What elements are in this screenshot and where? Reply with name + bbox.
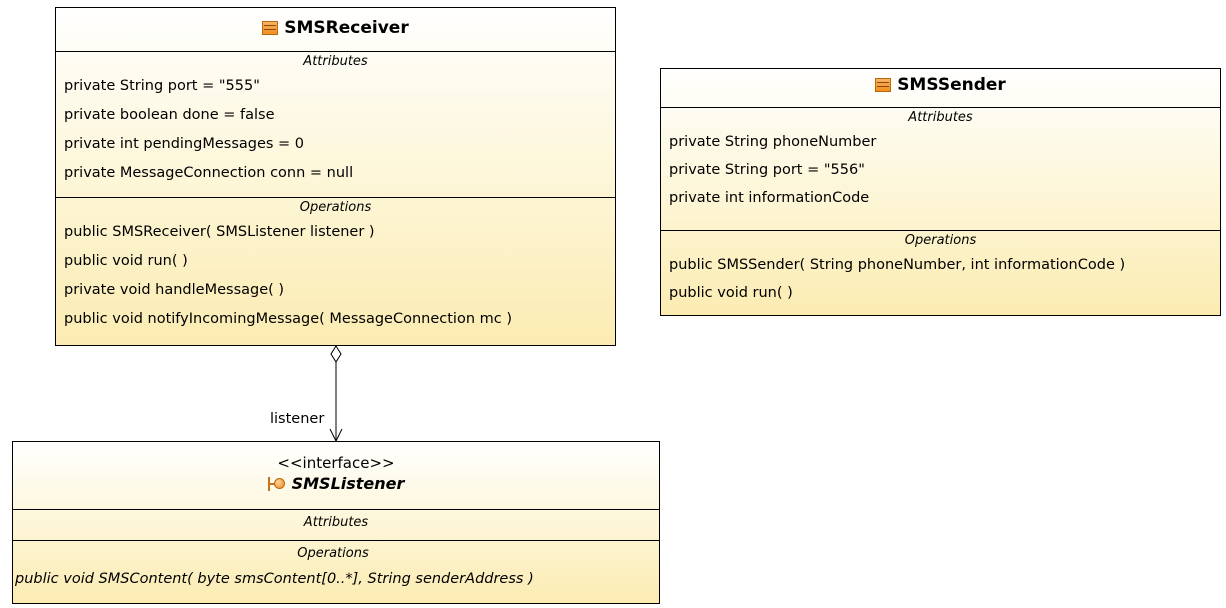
class-icon <box>262 21 279 35</box>
class-smssender[interactable]: SMSSender Attributes private String phon… <box>660 68 1221 316</box>
class-smsreceiver[interactable]: SMSReceiver Attributes private String po… <box>55 7 616 346</box>
operation-row[interactable]: public void run( ) <box>64 253 188 269</box>
interface-header: <<interface>> SMSListener <box>13 442 659 510</box>
attributes-compartment: Attributes private String port = "555" p… <box>56 52 615 197</box>
operation-row[interactable]: public void notifyIncomingMessage( Messa… <box>64 311 512 327</box>
operation-row[interactable]: public void run( ) <box>669 285 793 301</box>
attribute-row[interactable]: private String port = "556" <box>669 162 865 178</box>
class-name: SMSSender <box>897 75 1006 95</box>
class-header: SMSReceiver <box>56 8 615 52</box>
aggregation-diamond-icon <box>330 345 342 363</box>
attributes-title: Attributes <box>303 515 369 530</box>
operations-title: Operations <box>904 233 977 248</box>
attribute-row[interactable]: private MessageConnection conn = null <box>64 165 354 181</box>
operations-compartment: Operations public void SMSContent( byte … <box>13 540 659 603</box>
attributes-compartment: Attributes private String phoneNumber pr… <box>661 108 1220 230</box>
open-arrow-icon <box>329 428 343 443</box>
attribute-row[interactable]: private String phoneNumber <box>669 134 877 150</box>
operation-row[interactable]: public SMSSender( String phoneNumber, in… <box>669 257 1126 273</box>
attributes-title: Attributes <box>908 110 973 125</box>
attribute-row[interactable]: private String port = "555" <box>64 78 260 94</box>
stereotype-label: <<interface>> <box>277 454 395 472</box>
class-name: SMSReceiver <box>284 18 409 38</box>
attribute-row[interactable]: private int informationCode <box>669 190 870 206</box>
interface-smslistener[interactable]: <<interface>> SMSListener Attributes Ope… <box>12 441 660 604</box>
operations-compartment: Operations public SMSSender( String phon… <box>661 230 1220 315</box>
attribute-row[interactable]: private int pendingMessages = 0 <box>64 136 305 152</box>
interface-name: SMSListener <box>291 474 405 493</box>
operations-title: Operations <box>297 546 369 561</box>
interface-icon <box>267 476 286 491</box>
operation-row[interactable]: private void handleMessage( ) <box>64 282 285 298</box>
operations-compartment: Operations public SMSReceiver( SMSListen… <box>56 197 615 345</box>
attributes-title: Attributes <box>303 54 368 69</box>
operation-row[interactable]: public SMSReceiver( SMSListener listener… <box>64 224 375 240</box>
operations-title: Operations <box>299 200 372 215</box>
operation-row[interactable]: public void SMSContent( byte smsContent[… <box>15 571 534 587</box>
attributes-compartment: Attributes <box>13 510 659 540</box>
class-icon <box>875 78 892 92</box>
class-header: SMSSender <box>661 69 1220 108</box>
attribute-row[interactable]: private boolean done = false <box>64 107 275 123</box>
association-role-label: listener <box>270 411 325 427</box>
